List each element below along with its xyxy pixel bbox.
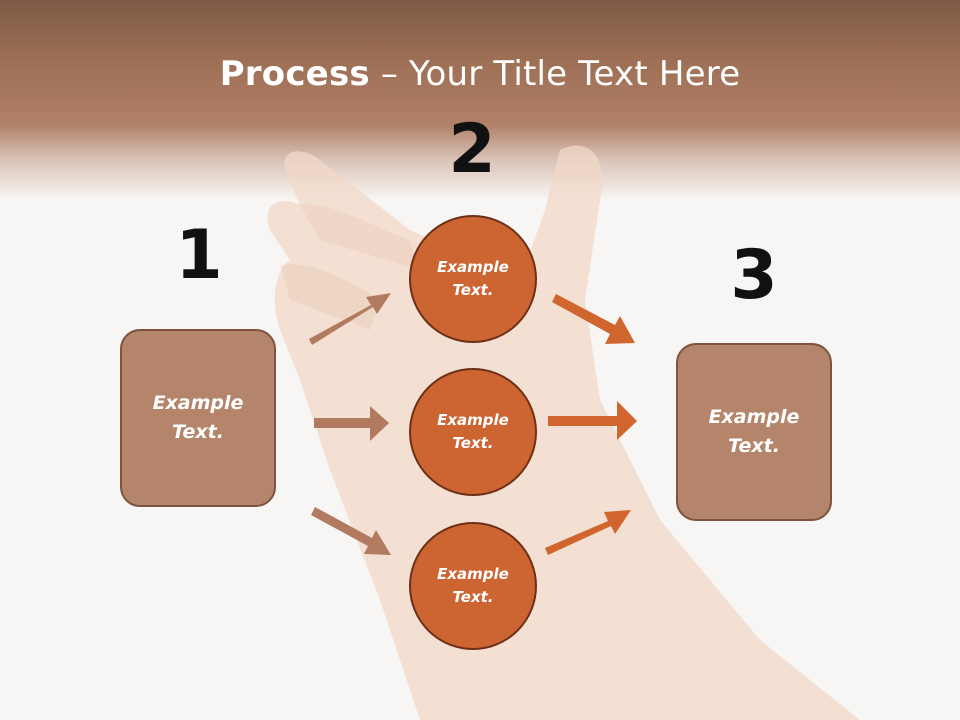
arrow-from-middle-circle [548, 401, 637, 440]
arrow-to-top-circle [309, 293, 391, 345]
step-1-text: Example Text. [152, 392, 244, 443]
arrow-to-bottom-circle [311, 507, 391, 555]
title-rest: – Your Title Text Here [369, 54, 741, 94]
step-number-2: 2 [448, 110, 496, 189]
step-3-box: Example Text. [676, 343, 832, 521]
step-2-circle-top: Example Text. [409, 215, 537, 343]
step-2-circle-bottom: Example Text. [409, 522, 537, 650]
arrow-to-middle-circle [314, 406, 389, 441]
step-3-text: Example Text. [708, 406, 800, 457]
circle-middle-text: Example Text. [437, 411, 509, 452]
step-number-1: 1 [175, 216, 223, 295]
step-number-3: 3 [730, 236, 778, 315]
arrow-from-bottom-circle [545, 510, 631, 555]
title-bold: Process [219, 54, 370, 94]
step-2-circle-middle: Example Text. [409, 368, 537, 496]
step-1-box: Example Text. [120, 329, 276, 507]
header-band [0, 0, 960, 200]
circle-top-text: Example Text. [437, 258, 509, 299]
right-arrows [545, 294, 637, 555]
circle-bottom-text: Example Text. [437, 565, 509, 606]
page-title: Process – Your Title Text Here [0, 52, 960, 96]
left-arrows [309, 293, 391, 555]
arrow-from-top-circle [552, 294, 635, 344]
